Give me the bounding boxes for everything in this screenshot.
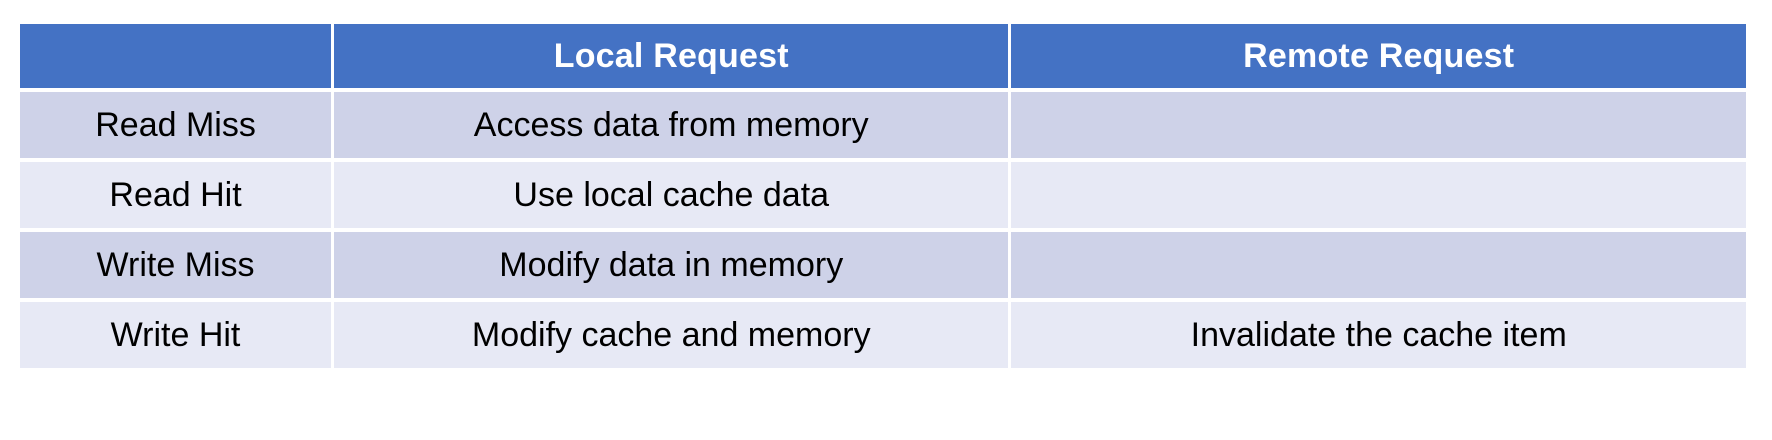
table-header-row: Local Request Remote Request [20,24,1746,88]
table-row: Write Miss Modify data in memory [20,232,1746,298]
cell-remote-request [1011,162,1746,228]
cell-local-request: Use local cache data [334,162,1009,228]
column-header-operation [20,24,332,88]
cell-remote-request [1011,232,1746,298]
cell-local-request: Modify data in memory [334,232,1009,298]
cell-operation: Write Hit [20,302,332,368]
cell-local-request: Access data from memory [334,92,1009,158]
cell-local-request: Modify cache and memory [334,302,1009,368]
table-row: Read Miss Access data from memory [20,92,1746,158]
column-header-remote-request: Remote Request [1011,24,1746,88]
cell-operation: Read Miss [20,92,332,158]
cache-coherence-table: Local Request Remote Request Read Miss A… [17,20,1749,372]
cell-operation: Write Miss [20,232,332,298]
cell-remote-request [1011,92,1746,158]
cell-remote-request: Invalidate the cache item [1011,302,1746,368]
cell-operation: Read Hit [20,162,332,228]
cache-coherence-table-container: Local Request Remote Request Read Miss A… [20,24,1752,368]
table-header: Local Request Remote Request [20,24,1746,88]
table-row: Read Hit Use local cache data [20,162,1746,228]
table-row: Write Hit Modify cache and memory Invali… [20,302,1746,368]
column-header-local-request: Local Request [334,24,1009,88]
table-body: Read Miss Access data from memory Read H… [20,92,1746,368]
